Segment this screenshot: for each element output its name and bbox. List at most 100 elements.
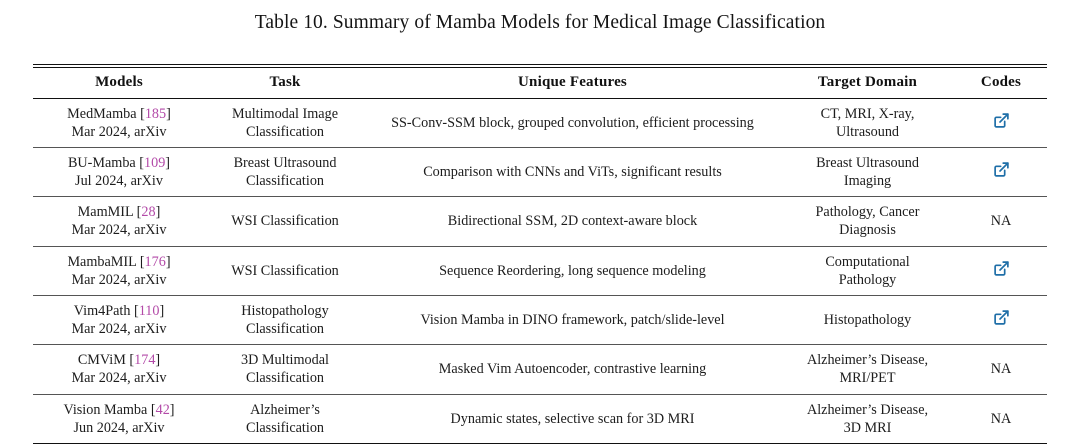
citation-number[interactable]: 42 xyxy=(155,401,170,418)
cell-model: Vim4Path [110]Mar 2024, arXiv xyxy=(33,295,205,346)
citation-number[interactable]: 110 xyxy=(138,302,160,319)
domain-line-2: 3D MRI xyxy=(843,419,892,436)
citation-bracket-close: ] xyxy=(165,253,171,270)
table-row: MambaMIL [176]Mar 2024, arXiv WSI Classif… xyxy=(33,246,1047,296)
citation-bracket-close: ] xyxy=(155,352,161,369)
task-line-1: Multimodal Image xyxy=(232,105,338,122)
domain-line-1: Pathology, Cancer xyxy=(815,204,920,221)
cell-task: WSI Classification xyxy=(205,196,365,247)
cell-codes xyxy=(955,98,1047,148)
cell-target-domain: Alzheimer’s Disease,MRI/PET xyxy=(780,344,955,395)
domain-line-2: Imaging xyxy=(843,173,892,190)
cell-unique-features: Masked Vim Autoencoder, contrastive lear… xyxy=(365,344,780,395)
model-name: Vim4Path xyxy=(73,302,131,319)
model-name-line: Vim4Path [110] xyxy=(39,302,199,320)
citation-number[interactable]: 28 xyxy=(141,204,156,221)
external-link-icon[interactable] xyxy=(993,260,1010,277)
table-row: BU-Mamba [109]Jul 2024, arXiv Breast Ultr… xyxy=(33,147,1047,198)
cell-model: Vision Mamba [42]Jun 2024, arXiv xyxy=(33,394,205,445)
model-name-line: MambaMIL [176] xyxy=(39,253,199,271)
citation-bracket-close: ] xyxy=(155,204,161,221)
table-caption: Table 10. Summary of Mamba Models for Me… xyxy=(0,0,1080,34)
task-line-1: Alzheimer’s xyxy=(250,401,320,418)
citation-number[interactable]: 185 xyxy=(144,105,167,122)
domain-line-1: Alzheimer’s Disease, xyxy=(806,352,929,369)
citation-bracket-close: ] xyxy=(165,154,171,171)
task-line-2: Classification xyxy=(245,370,325,387)
cell-task: WSI Classification xyxy=(205,246,365,296)
citation-bracket-open: [ xyxy=(130,302,139,319)
domain-line-1: Histopathology xyxy=(823,312,912,329)
domain-line-1: Computational xyxy=(825,253,910,270)
domain-line-2: Ultrasound xyxy=(835,123,900,140)
citation-number[interactable]: 174 xyxy=(134,352,156,369)
citation-number[interactable]: 176 xyxy=(144,253,166,270)
model-meta: Jul 2024, arXiv xyxy=(75,173,163,190)
task-line-2: Classification xyxy=(245,321,325,338)
table-header: Models Task Unique Features Target Domai… xyxy=(33,67,1047,99)
cell-unique-features: Vision Mamba in DINO framework, patch/sl… xyxy=(365,295,780,346)
cell-model: MambaMIL [176]Mar 2024, arXiv xyxy=(33,246,205,296)
column-header-unique-features: Unique Features xyxy=(518,73,627,90)
model-meta: Mar 2024, arXiv xyxy=(71,123,167,140)
column-header-target-domain: Target Domain xyxy=(817,73,918,90)
cell-model: MamMIL [28]Mar 2024, arXiv xyxy=(33,196,205,247)
citation-bracket-open: [ xyxy=(136,105,145,122)
cell-unique-features: Comparison with CNNs and ViTs, significa… xyxy=(365,147,780,198)
column-header-models: Models xyxy=(95,73,143,90)
cell-codes: NA xyxy=(955,344,1047,395)
task-line-1: 3D Multimodal xyxy=(241,352,329,369)
external-link-icon[interactable] xyxy=(993,112,1010,129)
model-name-line: MamMIL [28] xyxy=(39,203,199,221)
citation-bracket-open: [ xyxy=(135,154,145,171)
task-line-2: Classification xyxy=(245,173,325,190)
task-line-1: Histopathology xyxy=(241,302,329,319)
model-name-line: BU-Mamba [109] xyxy=(39,154,199,172)
external-link-icon[interactable] xyxy=(993,309,1010,326)
caption-text: Table 10. Summary of Mamba Models for Me… xyxy=(254,12,826,33)
citation-bracket-open: [ xyxy=(136,253,145,270)
model-meta: Mar 2024, arXiv xyxy=(71,271,167,288)
cell-unique-features: SS-Conv-SSM block, grouped convolution, … xyxy=(365,98,780,148)
task-line-1: WSI Classification xyxy=(231,262,339,279)
code-status-na: NA xyxy=(990,410,1012,427)
model-name-line: CMViM [174] xyxy=(39,351,199,369)
cell-unique-features: Bidirectional SSM, 2D context-aware bloc… xyxy=(365,196,780,247)
citation-bracket-close: ] xyxy=(159,302,165,319)
domain-line-1: CT, MRI, X-ray, xyxy=(820,105,915,122)
model-meta: Jun 2024, arXiv xyxy=(73,419,165,436)
model-meta: Mar 2024, arXiv xyxy=(71,321,167,338)
external-link-icon[interactable] xyxy=(993,161,1010,178)
cell-model: CMViM [174]Mar 2024, arXiv xyxy=(33,344,205,395)
cell-codes: NA xyxy=(955,196,1047,247)
citation-number[interactable]: 109 xyxy=(144,154,166,171)
domain-line-1: Breast Ultrasound xyxy=(816,154,919,171)
task-line-1: Breast Ultrasound xyxy=(233,154,337,171)
task-line-2: Classification xyxy=(245,123,325,140)
cell-target-domain: Histopathology xyxy=(780,295,955,346)
domain-line-1: Alzheimer’s Disease, xyxy=(806,401,929,418)
table-header-row: Models Task Unique Features Target Domai… xyxy=(33,67,1047,99)
citation-bracket-open: [ xyxy=(147,401,156,418)
model-name: CMViM xyxy=(77,352,126,369)
cell-unique-features: Dynamic states, selective scan for 3D MR… xyxy=(365,394,780,445)
task-line-2: Classification xyxy=(245,419,325,436)
citation-bracket-open: [ xyxy=(133,204,142,221)
model-name: MambaMIL xyxy=(67,253,137,270)
model-meta: Mar 2024, arXiv xyxy=(71,370,167,387)
table-container: Models Task Unique Features Target Domai… xyxy=(33,64,1047,445)
cell-unique-features: Sequence Reordering, long sequence model… xyxy=(365,246,780,296)
cell-model: MedMamba [185]Mar 2024, arXiv xyxy=(33,98,205,148)
cell-codes xyxy=(955,147,1047,198)
